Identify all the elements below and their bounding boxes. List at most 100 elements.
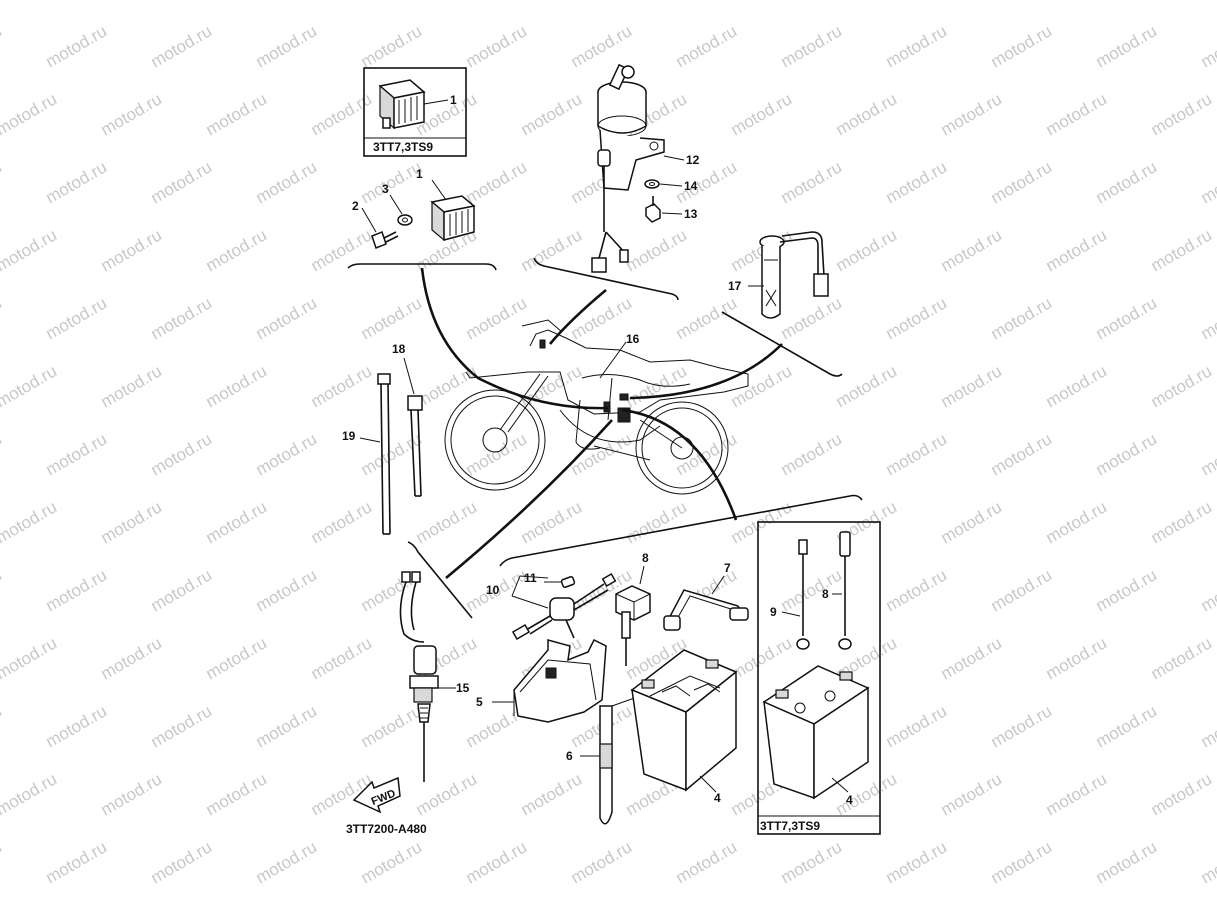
watermark-text: motod.ru — [938, 769, 1006, 819]
watermark-text: motod.ru — [148, 429, 216, 479]
watermark-text: motod.ru — [253, 293, 321, 343]
callout-1: 1 — [416, 167, 423, 181]
watermark-text: motod.ru — [0, 565, 5, 615]
watermark-text: motod.ru — [1093, 701, 1161, 751]
neutral-switch-icon — [399, 571, 439, 782]
watermark-text: motod.ru — [623, 0, 691, 3]
callout-2: 2 — [352, 199, 359, 213]
watermark-text: motod.ru — [1148, 633, 1216, 683]
watermark-text: motod.ru — [883, 157, 951, 207]
callout-10: 10 — [486, 583, 500, 597]
watermark-text: motod.ru — [148, 837, 216, 887]
watermark-text: motod.ru — [98, 769, 166, 819]
cable-tie-long-icon — [377, 373, 391, 535]
watermark-text: motod.ru — [883, 293, 951, 343]
watermark-text: motod.ru — [43, 565, 111, 615]
watermark-text: motod.ru — [938, 89, 1006, 139]
watermark-text: motod.ru — [0, 89, 60, 139]
watermark-text: motod.ru — [413, 769, 481, 819]
battery-variant-box: 9 8 4 3TT7,3TS9 — [757, 521, 881, 835]
watermark-text: motod.ru — [253, 837, 321, 887]
watermark-text: motod.ru — [1093, 157, 1161, 207]
watermark-text: motod.ru — [98, 0, 166, 3]
watermark-text: motod.ru — [253, 157, 321, 207]
watermark-text: motod.ru — [43, 837, 111, 887]
rectifier-icon — [378, 79, 426, 130]
watermark-text: motod.ru — [988, 701, 1056, 751]
watermark-text: motod.ru — [148, 701, 216, 751]
watermark-text: motod.ru — [1198, 21, 1217, 71]
watermark-text: motod.ru — [1198, 293, 1217, 343]
watermark-text: motod.ru — [43, 701, 111, 751]
watermark-text: motod.ru — [308, 497, 376, 547]
callout-4: 4 — [714, 791, 721, 805]
watermark-text: motod.ru — [938, 361, 1006, 411]
watermark-text: motod.ru — [358, 429, 426, 479]
watermark-text: motod.ru — [1093, 837, 1161, 887]
watermark-text: motod.ru — [463, 837, 531, 887]
battery-icon — [630, 649, 738, 792]
watermark-text: motod.ru — [203, 633, 271, 683]
watermark-text: motod.ru — [938, 633, 1006, 683]
watermark-text: motod.ru — [308, 89, 376, 139]
watermark-text: motod.ru — [463, 157, 531, 207]
watermark-text: motod.ru — [518, 769, 586, 819]
callout-19: 19 — [342, 429, 356, 443]
watermark-text: motod.ru — [728, 633, 796, 683]
nut-icon — [645, 196, 661, 223]
callout-17: 17 — [728, 279, 742, 293]
watermark-text: motod.ru — [203, 769, 271, 819]
watermark-text: motod.ru — [673, 837, 741, 887]
callout-8-variant: 8 — [822, 587, 829, 601]
watermark-text: motod.ru — [463, 429, 531, 479]
watermark-text: motod.ru — [98, 497, 166, 547]
watermark-text: motod.ru — [1148, 89, 1216, 139]
watermark-text: motod.ru — [203, 225, 271, 275]
ignition-switch-icon — [591, 63, 665, 273]
watermark-text: motod.ru — [98, 361, 166, 411]
watermark-text: motod.ru — [0, 769, 60, 819]
watermark-text: motod.ru — [518, 0, 586, 3]
watermark-text: motod.ru — [988, 837, 1056, 887]
watermark-text: motod.ru — [98, 89, 166, 139]
battery-bracket-icon — [513, 638, 607, 723]
watermark-text: motod.ru — [203, 497, 271, 547]
callout-4-variant: 4 — [846, 793, 853, 807]
watermark-text: motod.ru — [938, 225, 1006, 275]
watermark-text: motod.ru — [0, 633, 60, 683]
watermark-text: motod.ru — [413, 497, 481, 547]
watermark-text: motod.ru — [0, 837, 5, 887]
callout-9: 9 — [770, 605, 777, 619]
watermark-text: motod.ru — [253, 429, 321, 479]
breather-group: 6 8 — [566, 551, 651, 825]
watermark-text: motod.ru — [778, 157, 846, 207]
watermark-text: motod.ru — [1093, 429, 1161, 479]
watermark-text: motod.ru — [203, 361, 271, 411]
watermark-text: motod.ru — [98, 225, 166, 275]
neutral-switch-group: 15 — [399, 541, 473, 782]
battery-band-icon — [663, 589, 749, 631]
watermark-text: motod.ru — [0, 361, 60, 411]
watermark-text: motod.ru — [623, 225, 691, 275]
watermark-text: motod.ru — [833, 225, 901, 275]
watermark-text: motod.ru — [1093, 565, 1161, 615]
callout-18: 18 — [392, 342, 406, 356]
cable-ties: 19 18 — [342, 342, 423, 535]
watermark-text: motod.ru — [43, 429, 111, 479]
watermark-text: motod.ru — [568, 837, 636, 887]
watermark-text: motod.ru — [358, 701, 426, 751]
watermark-text: motod.ru — [1043, 225, 1111, 275]
battery-lead-icon — [838, 531, 852, 650]
washer-icon — [644, 179, 660, 189]
watermark-text: motod.ru — [623, 497, 691, 547]
watermark-text: motod.ru — [1093, 21, 1161, 71]
watermark-text: motod.ru — [1093, 293, 1161, 343]
callout-11: 11 — [524, 571, 537, 585]
watermark-text: motod.ru — [463, 21, 531, 71]
fuse-icon — [560, 576, 576, 588]
watermark-text: motod.ru — [673, 293, 741, 343]
battery-variant-label: 3TT7,3TS9 — [760, 819, 820, 833]
watermark-text: motod.ru — [673, 157, 741, 207]
watermark-text: motod.ru — [728, 89, 796, 139]
watermark-text: motod.ru — [938, 0, 1006, 3]
